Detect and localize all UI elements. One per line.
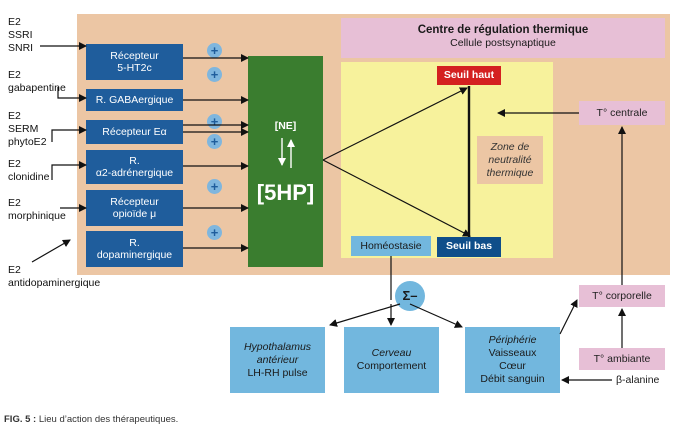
receptor-opioid: Récepteur opioïde μ — [86, 190, 183, 226]
arrow-gaba — [57, 87, 87, 102]
plus-icon: + — [207, 67, 222, 82]
seuil-haut-box: Seuil haut — [437, 66, 501, 85]
receptor-dopamine: R. dopaminergique — [86, 231, 183, 267]
seuil-bas-box: Seuil bas — [437, 237, 501, 257]
plus-icon: + — [207, 134, 222, 149]
homeostasie-box: Homéostasie — [351, 236, 431, 256]
output-peripherie-line: Cœur — [499, 360, 526, 372]
caption-prefix: FIG. 5 : — [4, 414, 37, 425]
output-peripherie-title: Périphérie — [488, 334, 537, 346]
output-cerveau: Cerveau Comportement — [344, 327, 439, 393]
receptor-estrogen: Récepteur Eα — [86, 120, 183, 144]
arrow-antidopa — [31, 239, 71, 263]
receptor-gaba: R. GABAergique — [86, 89, 183, 111]
output-hypothalamus: Hypothalamus antérieur LH-RH pulse — [230, 327, 325, 393]
output-cerveau-title: Cerveau — [371, 347, 412, 359]
label-antidopaminergique: E2 antidopaminergique — [8, 264, 101, 289]
output-peripherie: Périphérie Vaisseaux Cœur Débit sanguin — [465, 327, 560, 393]
output-hypothalamus-line: LH-RH pulse — [247, 366, 308, 379]
centre-regulation-header: Centre de régulation thermique Cellule p… — [341, 18, 665, 58]
t-ambiante-box: T° ambiante — [579, 348, 665, 370]
output-peripherie-line: Vaisseaux — [488, 347, 537, 359]
arrow-clonidine — [51, 161, 87, 180]
output-hypothalamus-title: Hypothalamus antérieur — [243, 340, 312, 366]
output-cerveau-line: Comportement — [356, 360, 427, 372]
label-clonidine: E2 clonidine — [8, 158, 50, 183]
label-ssri-snri: E2 SSRI SNRI — [8, 16, 34, 54]
t-corporelle-box: T° corporelle — [579, 285, 665, 307]
ne-label: [NE] — [274, 120, 297, 132]
plus-icon: + — [207, 43, 222, 58]
caption-text: Lieu d’action des thérapeutiques. — [36, 414, 179, 425]
centre-subtitle: Cellule postsynaptique — [450, 37, 556, 49]
plus-icon: + — [207, 225, 222, 240]
receptor-alpha2: R. α2-adrénergique — [86, 150, 183, 184]
arrow-serm — [51, 126, 87, 142]
label-morphinique: E2 morphinique — [8, 197, 66, 222]
zone-neutralite: Zone de neutralité thermique — [477, 136, 543, 184]
output-peripherie-line: Débit sanguin — [480, 373, 545, 385]
label-serm: E2 SERM phytoE2 — [8, 110, 47, 148]
beta-alanine-label: β-alanine — [616, 374, 660, 386]
hp-label: [5HP] — [256, 180, 315, 205]
figure-caption: FIG. 5 : Lieu d’action des thérapeutique… — [4, 414, 178, 425]
receptor-5ht2c: Récepteur 5-HT2c — [86, 44, 183, 80]
label-gabapentine: E2 gabapentine — [8, 69, 66, 94]
plus-icon: + — [207, 179, 222, 194]
sigma-node: Σ– — [395, 281, 425, 311]
t-centrale-box: T° centrale — [579, 101, 665, 125]
centre-title: Centre de régulation thermique — [417, 24, 589, 36]
